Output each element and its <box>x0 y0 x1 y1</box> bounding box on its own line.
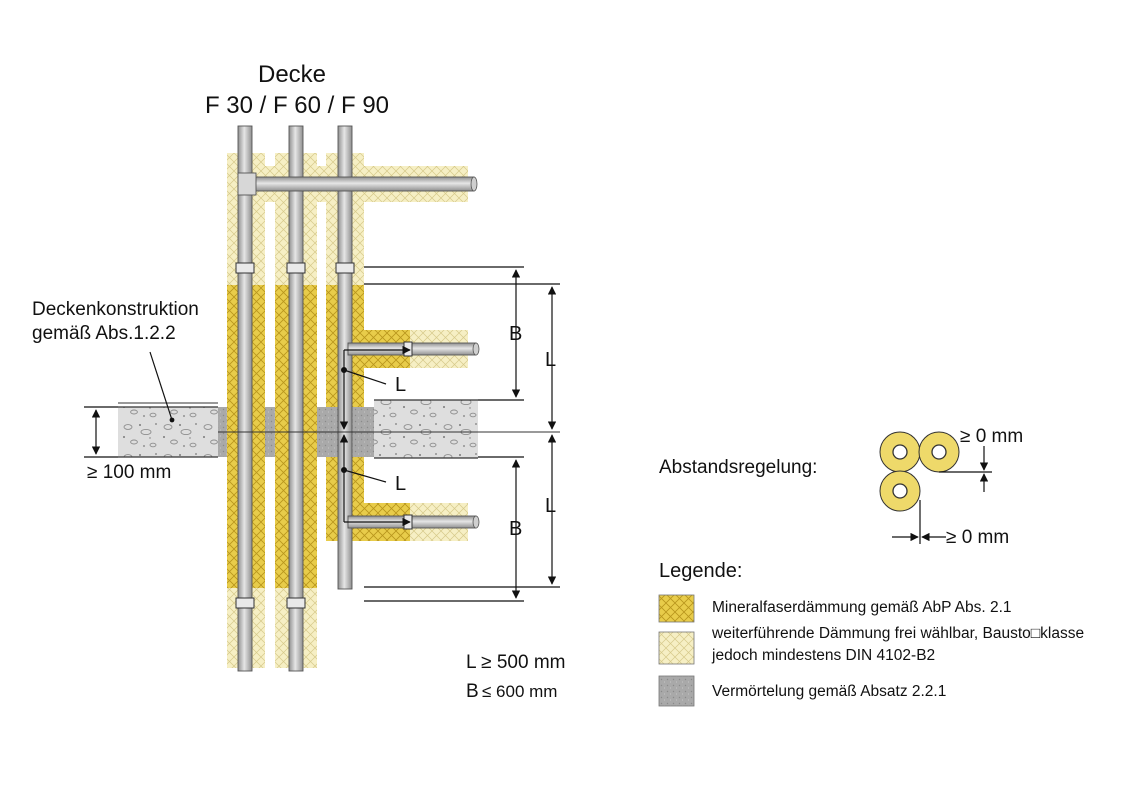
legend: Legende: Mineralfaserdämmung gemäß AbP A… <box>658 560 1084 707</box>
rule-l: L ≥ 500 mm <box>466 652 565 673</box>
dimension-lines <box>84 266 560 602</box>
legend-item-further-line-1: weiterführende Dämmung frei wählbar, Bau… <box>711 625 1084 642</box>
ceiling-slab-left <box>118 407 218 457</box>
dim-label-l-inner-lower: L <box>395 473 406 495</box>
dim-label-l-upper: L <box>545 349 556 371</box>
spacing-arrows <box>892 446 992 544</box>
spacing-vertical-label: ≥ 0 mm <box>960 426 1023 447</box>
pipes <box>237 125 480 672</box>
dim-label-l-lower: L <box>545 495 556 517</box>
rule-b-value: ≤ 600 mm <box>482 682 557 701</box>
pipe-branch-top <box>245 176 475 192</box>
dim-label-b-upper: B <box>509 323 522 345</box>
dim-label-b-lower: B <box>509 518 522 540</box>
ceiling-label-line-2: gemäß Abs.1.2.2 <box>32 323 176 344</box>
clamp <box>235 262 255 274</box>
legend-item-mineral: Mineralfaserdämmung gemäß AbP Abs. 2.1 <box>712 599 1012 616</box>
legend-swatch-mortar <box>658 675 695 707</box>
rule-b-letter: B <box>466 681 479 702</box>
title-line-1: Decke <box>258 61 326 88</box>
ceiling-slab-right <box>374 400 478 458</box>
pipe-vertical-right <box>337 125 353 590</box>
clamp <box>335 262 355 274</box>
legend-item-further-line-2: jedoch mindestens DIN 4102-B2 <box>711 647 935 664</box>
title-line-2: F 30 / F 60 / F 90 <box>205 92 389 119</box>
clamp <box>286 597 306 609</box>
ceiling-label-leader <box>149 351 175 423</box>
ceiling-label-line-1: Deckenkonstruktion <box>32 299 199 320</box>
legend-item-mortar: Vermörtelung gemäß Absatz 2.2.1 <box>712 683 946 700</box>
legend-heading: Legende: <box>659 560 742 582</box>
ceiling-slab <box>118 399 478 459</box>
internal-l-arrows <box>339 345 411 527</box>
spacing-pipe-group <box>879 431 960 512</box>
clamp <box>403 341 413 357</box>
spacing-title: Abstandsregelung: <box>659 457 817 478</box>
clamp <box>286 262 306 274</box>
legend-swatch-mineral <box>658 594 695 623</box>
legend-swatch-further <box>658 631 695 665</box>
slab-thickness-label: ≥ 100 mm <box>87 462 171 483</box>
spacing-horizontal-label: ≥ 0 mm <box>946 527 1009 548</box>
dim-label-l-inner-upper: L <box>395 374 406 396</box>
pipe-vertical-left <box>237 125 253 672</box>
clamp <box>235 597 255 609</box>
pipe-vertical-mid <box>288 125 304 672</box>
